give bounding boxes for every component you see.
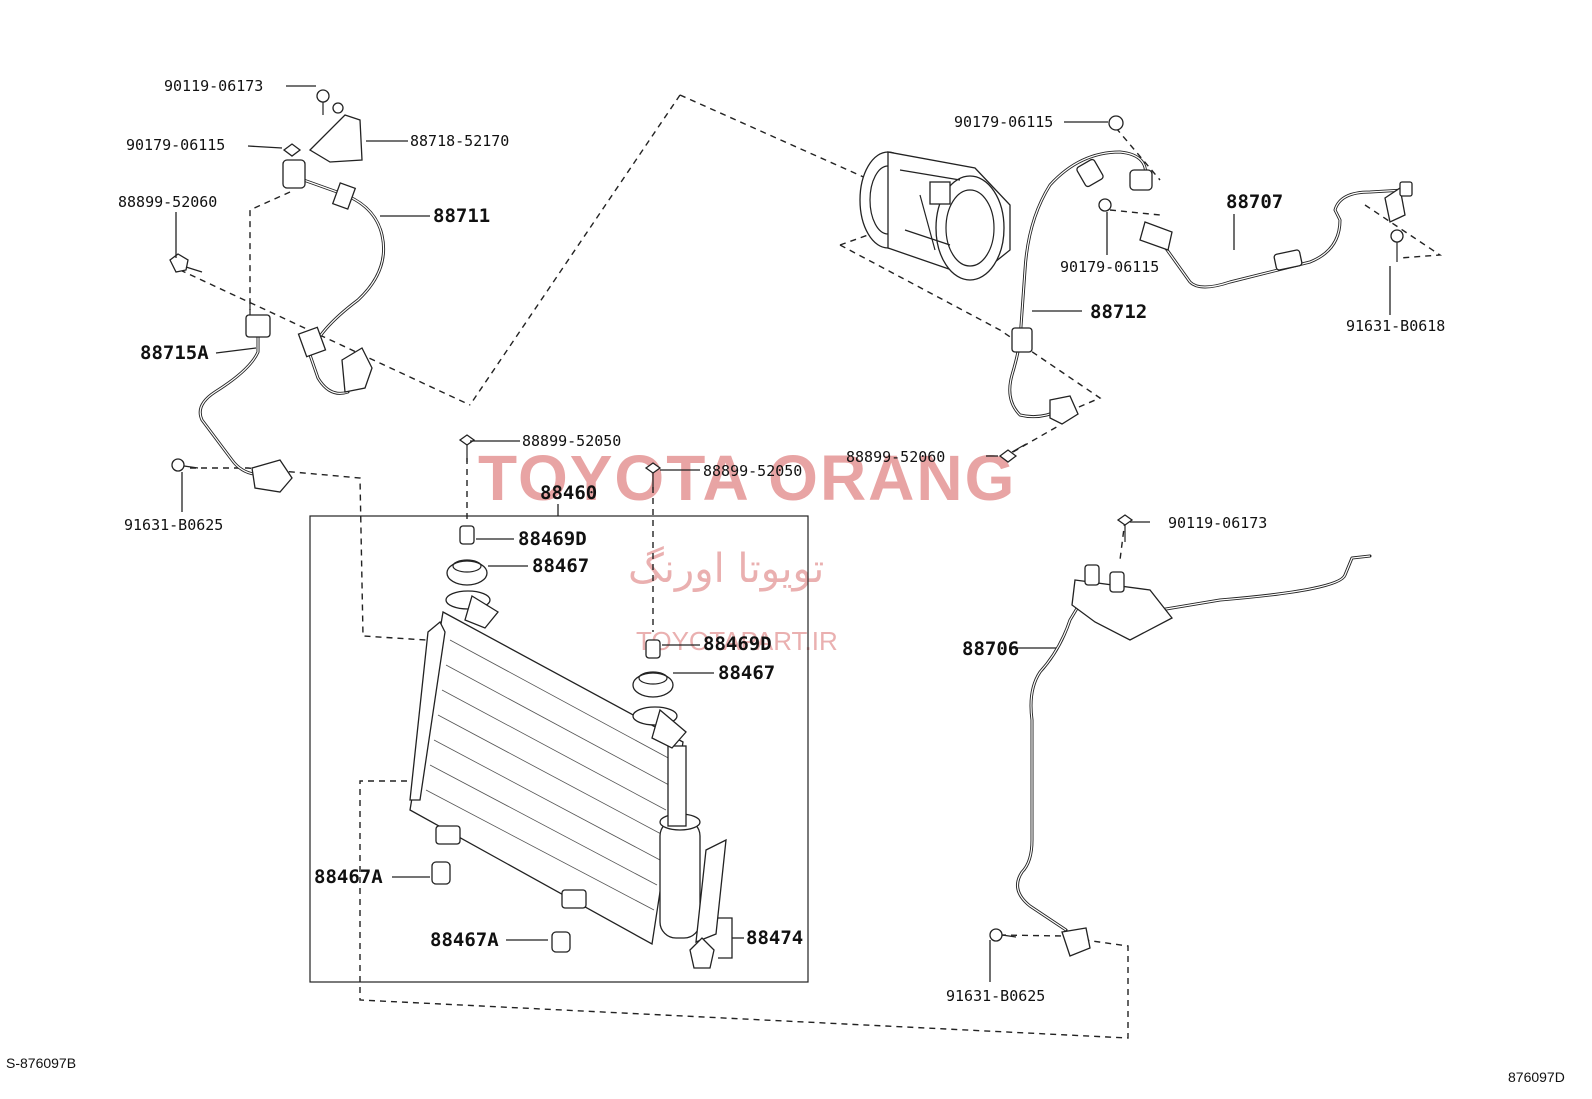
callout-label: 88460: [540, 482, 597, 504]
callout-label: 88899-52050: [703, 462, 802, 480]
callout-label: 88711: [433, 205, 490, 227]
callout-label: 90179-06115: [954, 113, 1053, 131]
diagram-code-left: S-876097B: [6, 1055, 76, 1071]
callout-label: 91631-B0618: [1346, 317, 1445, 335]
callout-label: 88899-52050: [522, 432, 621, 450]
callout-label: 90119-06173: [164, 77, 263, 95]
hose-88712: [998, 115, 1153, 463]
callout-label: 88469D: [703, 633, 772, 655]
callout-label: 88712: [1090, 301, 1147, 323]
callout-label: 91631-B0625: [124, 516, 223, 534]
callout-label: 88467A: [314, 866, 383, 888]
watermark-persian: تویوتا اورنگ: [628, 546, 824, 592]
pipe-88715A: [171, 300, 293, 493]
leader-lines: [175, 85, 1391, 982]
callout-label: 88469D: [518, 528, 587, 550]
condenser-group-box: [309, 515, 809, 983]
watermark: TOYOTA ORANG تویوتا اورنگ TOYOTAPART.IR: [478, 442, 1016, 656]
callout-label: 88718-52170: [410, 132, 509, 150]
condenser-fins: [425, 639, 673, 911]
callout-label: 88467: [532, 555, 589, 577]
callout-labels: 90119-06173 90179-06115 88718-52170 8889…: [118, 77, 1445, 1005]
callout-label: 88474: [746, 927, 803, 949]
pipe-88706: [989, 514, 1372, 957]
watermark-brand: TOYOTA ORANG: [478, 442, 1016, 514]
callout-label: 90179-06115: [1060, 258, 1159, 276]
hose-88711: [169, 89, 386, 395]
callout-label: 90179-06115: [126, 136, 225, 154]
callout-label: 88467: [718, 662, 775, 684]
callout-label: 91631-B0625: [946, 987, 1045, 1005]
callout-label: 88467A: [430, 929, 499, 951]
ac-compressor: [859, 151, 1011, 281]
callout-label: 88899-52060: [118, 193, 217, 211]
dashed-guides: [179, 94, 1443, 1039]
diagram-code-right: 876097D: [1508, 1069, 1565, 1085]
callout-label: 88715A: [140, 342, 209, 364]
condenser-assembly: [309, 434, 809, 983]
watermark-site: TOYOTAPART.IR: [636, 626, 838, 656]
callout-label: 88707: [1226, 191, 1283, 213]
callout-label: 90119-06173: [1168, 514, 1267, 532]
callout-label: 88899-52060: [846, 448, 945, 466]
callout-label: 88706: [962, 638, 1019, 660]
pipe-88707: [1098, 181, 1413, 289]
